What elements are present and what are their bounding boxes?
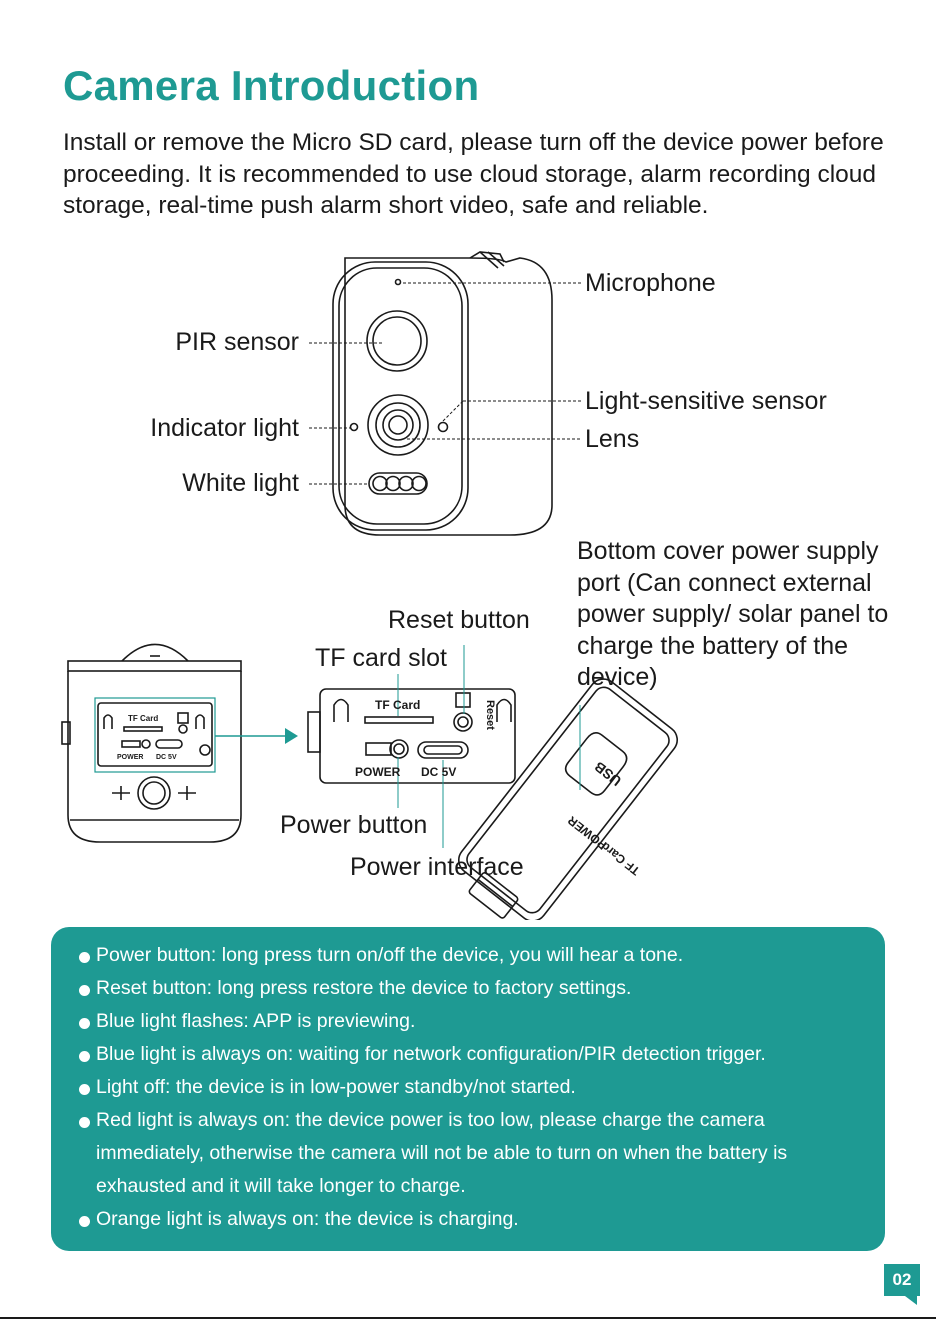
small-dc-5v-marking: DC 5V: [156, 754, 177, 761]
note-text: Light off: the device is in low-power st…: [96, 1076, 576, 1098]
page-title: Camera Introduction: [63, 62, 480, 109]
status-notes-panel: Power button: long press turn on/off the…: [51, 927, 885, 1251]
bullet-icon: [79, 1117, 90, 1128]
camera-front-illustration: [332, 251, 553, 536]
bottom-cover-illustration: [457, 678, 679, 920]
label-light-sensitive-sensor: Light-sensitive sensor: [585, 387, 827, 415]
label-pir-sensor: PIR sensor: [175, 328, 299, 356]
arrow-head-icon: [285, 728, 298, 744]
note-text: Blue light is always on: waiting for net…: [96, 1043, 766, 1065]
page-number-tail: [905, 1296, 917, 1305]
note-item: Blue light is always on: waiting for net…: [79, 1038, 869, 1071]
bullet-icon: [79, 1018, 90, 1029]
port-panel-illustration: [307, 688, 516, 784]
reset-marking: Reset: [484, 700, 496, 730]
bullet-icon: [79, 985, 90, 996]
note-text: Red light is always on: the device power…: [96, 1109, 788, 1197]
small-power-marking: POWER: [117, 754, 143, 761]
small-tf-card-marking: TF Card: [128, 714, 158, 723]
bullet-icon: [79, 1051, 90, 1062]
tf-card-marking: TF Card: [375, 698, 420, 712]
camera-diagram: TF Card POWER DC 5V TF Card POWER DC 5V …: [61, 251, 679, 920]
bullet-icon: [79, 1216, 90, 1227]
note-text: Orange light is always on: the device is…: [96, 1208, 519, 1230]
note-item: Red light is always on: the device power…: [79, 1104, 869, 1203]
bullet-icon: [79, 1084, 90, 1095]
bullet-icon: [79, 952, 90, 963]
label-tf-card-slot: TF card slot: [315, 644, 447, 672]
note-item: Light off: the device is in low-power st…: [79, 1071, 869, 1104]
bottom-rule: [0, 1317, 936, 1319]
cover-tf-card-marking: TF Card: [598, 839, 642, 878]
label-reset-button: Reset button: [388, 606, 530, 634]
power-marking: POWER: [355, 765, 401, 779]
dc-5v-marking: DC 5V: [421, 765, 456, 779]
note-text: Reset button: long press restore the dev…: [96, 977, 632, 999]
label-power-button: Power button: [280, 811, 428, 839]
usb-marking: USB: [591, 759, 624, 790]
note-item: Reset button: long press restore the dev…: [79, 972, 869, 1005]
note-item: Power button: long press turn on/off the…: [79, 939, 869, 972]
note-text: Blue light flashes: APP is previewing.: [96, 1010, 416, 1032]
note-item: Blue light flashes: APP is previewing.: [79, 1005, 869, 1038]
label-power-interface: Power interface: [350, 853, 524, 881]
label-white-light: White light: [182, 469, 299, 497]
page-number: 02: [884, 1264, 920, 1296]
label-indicator-light: Indicator light: [150, 414, 299, 442]
label-microphone: Microphone: [585, 269, 716, 297]
label-bottom-cover-power-port: Bottom cover power supply port (Can conn…: [577, 537, 889, 691]
note-text: Power button: long press turn on/off the…: [96, 944, 684, 966]
intro-paragraph: Install or remove the Micro SD card, ple…: [63, 129, 884, 219]
label-lens: Lens: [585, 425, 640, 453]
notes-list: Power button: long press turn on/off the…: [79, 939, 869, 1236]
note-item: Orange light is always on: the device is…: [79, 1203, 869, 1236]
camera-bottom-illustration: [61, 643, 242, 843]
